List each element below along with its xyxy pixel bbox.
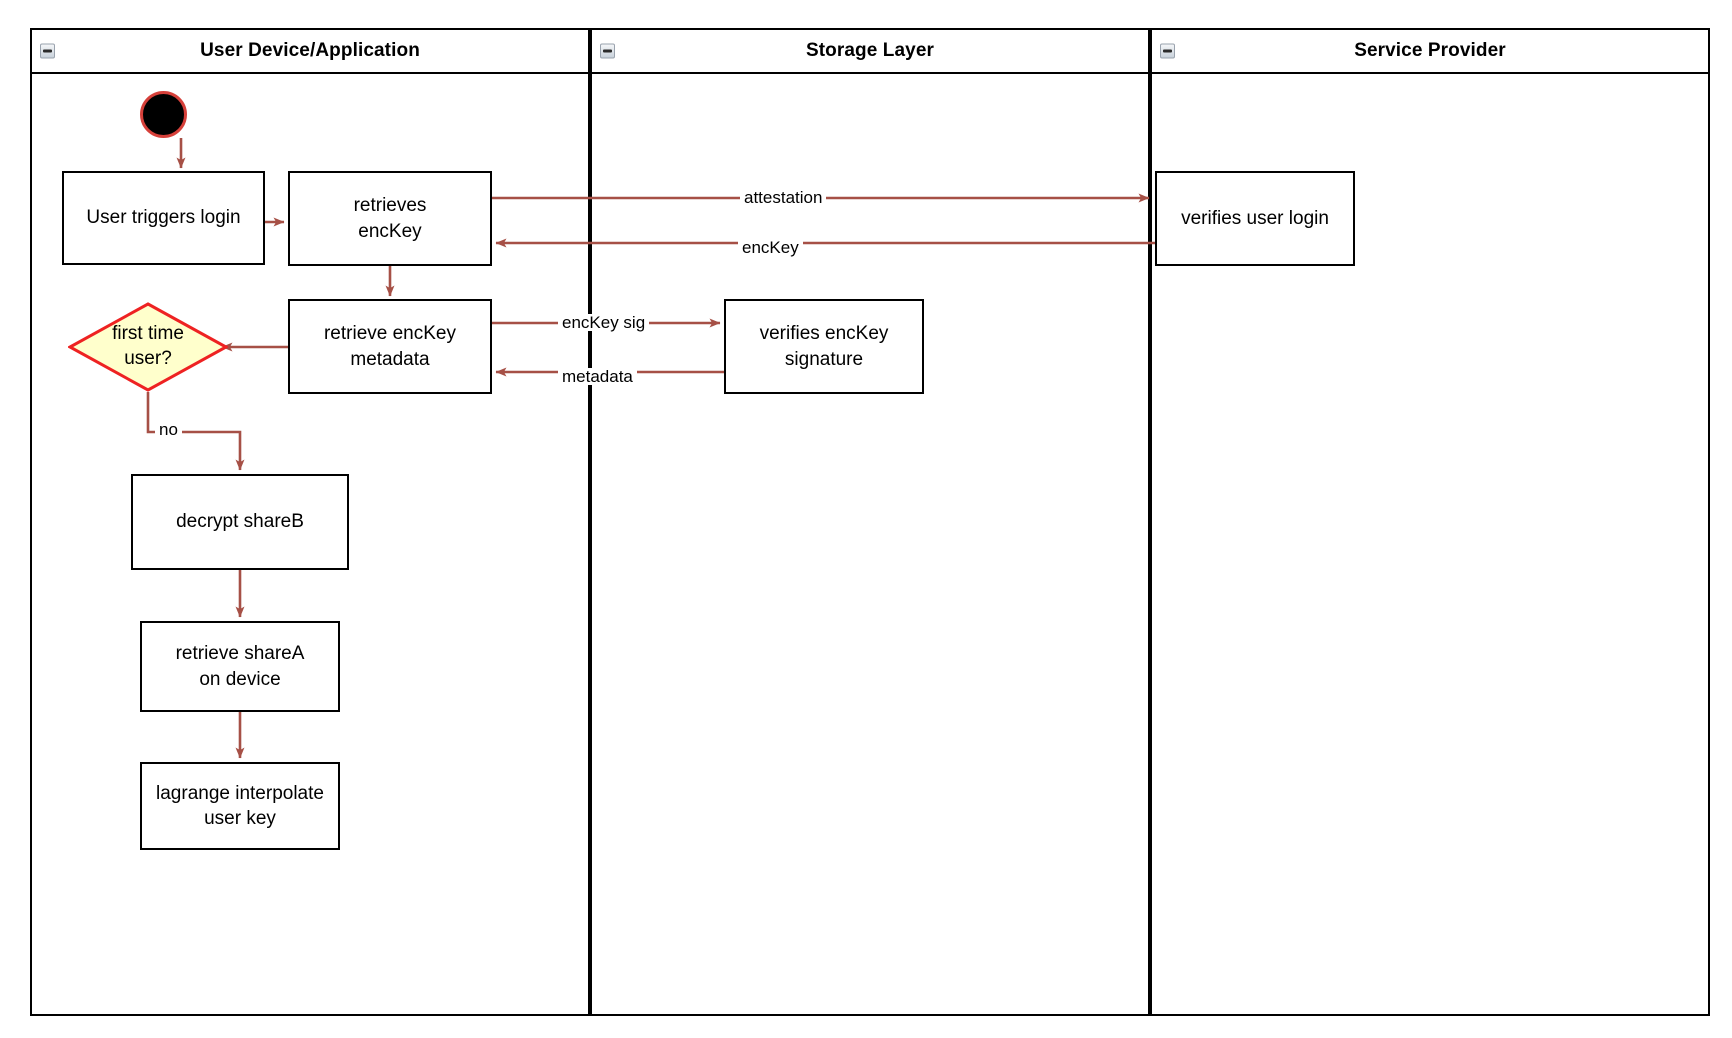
swimlane-title-storage-layer: Storage Layer xyxy=(805,40,935,61)
swimlane-header-service-provider[interactable]: Service Provider xyxy=(1152,30,1708,74)
swimlane-title-service-provider: Service Provider xyxy=(1354,40,1506,61)
activity-retrieve-enckey-metadata[interactable]: retrieve encKey metadata xyxy=(288,299,492,394)
activity-retrieve-sharea-on-device[interactable]: retrieve shareA on device xyxy=(140,621,340,712)
activity-lagrange-interpolate-user-key[interactable]: lagrange interpolate user key xyxy=(140,762,340,850)
decision-first-time-user[interactable]: first time user? xyxy=(66,302,230,392)
swimlane-storage-layer[interactable]: Storage Layer xyxy=(590,28,1150,1016)
swimlane-header-user-device[interactable]: User Device/Application xyxy=(32,30,588,74)
activity-verifies-enckey-signature[interactable]: verifies encKey signature xyxy=(724,299,924,394)
start-node[interactable] xyxy=(140,91,187,138)
edge-label-enckey: encKey xyxy=(738,239,803,256)
edge-label-no: no xyxy=(155,421,182,438)
decision-diamond-shape xyxy=(66,302,230,392)
activity-decrypt-shareb[interactable]: decrypt shareB xyxy=(131,474,349,570)
collapse-minus-icon[interactable] xyxy=(40,43,55,59)
edge-label-attestation: attestation xyxy=(740,189,827,206)
swimlane-user-device[interactable]: User Device/Application xyxy=(30,28,590,1016)
activity-user-triggers-login[interactable]: User triggers login xyxy=(62,171,265,265)
edge-label-enckey-sig: encKey sig xyxy=(558,314,650,331)
edge-label-metadata: metadata xyxy=(558,368,637,385)
activity-retrieves-enckey[interactable]: retrieves encKey xyxy=(288,171,492,266)
decision-label: first time user? xyxy=(112,323,184,369)
swimlane-title-user-device: User Device/Application xyxy=(200,40,420,61)
collapse-minus-icon[interactable] xyxy=(1160,43,1175,59)
collapse-minus-icon[interactable] xyxy=(600,43,615,59)
swimlane-header-storage-layer[interactable]: Storage Layer xyxy=(592,30,1148,74)
swimlane-service-provider[interactable]: Service Provider xyxy=(1150,28,1710,1016)
activity-verifies-user-login[interactable]: verifies user login xyxy=(1155,171,1355,266)
